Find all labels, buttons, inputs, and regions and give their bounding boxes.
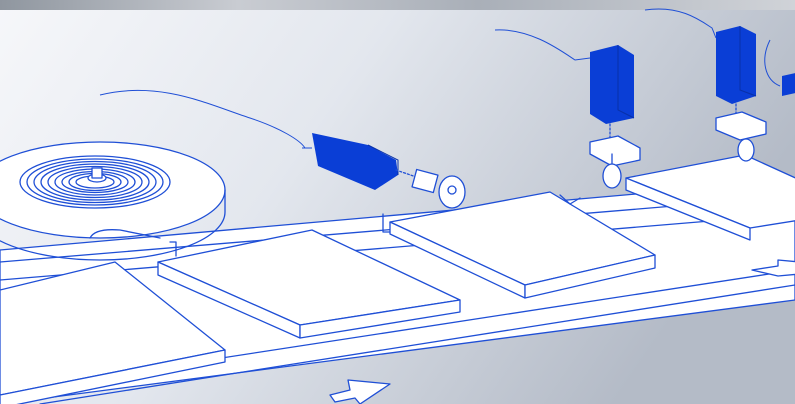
- top-strip: [0, 0, 795, 10]
